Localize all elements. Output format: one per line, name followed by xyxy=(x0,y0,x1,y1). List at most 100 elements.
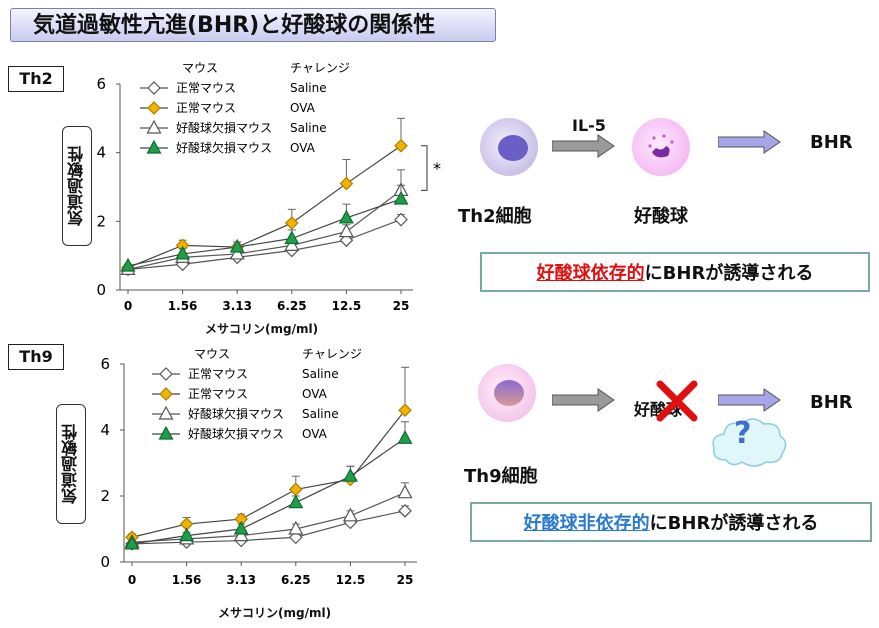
x-tick-label: 0 xyxy=(128,573,136,587)
il5-label: IL-5 xyxy=(572,116,606,135)
legend-header-mouse: マウス xyxy=(194,347,230,361)
data-point xyxy=(175,245,191,260)
data-point xyxy=(158,405,174,420)
legend-challenge: Saline xyxy=(302,367,339,381)
data-point xyxy=(394,138,408,153)
data-point xyxy=(146,119,162,134)
bhr-label-top: BHR xyxy=(810,132,853,153)
legend-mouse: 正常マウス xyxy=(188,367,248,381)
series-line xyxy=(131,492,406,543)
x-tick-label: 1.56 xyxy=(168,299,198,313)
y-tick-label: 0 xyxy=(96,281,106,299)
th9-cell-label: Th9細胞 xyxy=(464,466,538,487)
x-tick-label: 6.25 xyxy=(277,299,307,313)
legend-mouse: 好酸球欠損マウス xyxy=(176,140,272,155)
cross-icon xyxy=(656,380,698,422)
x-axis-label-top: メサコリン(mg/ml) xyxy=(205,322,319,336)
series-open-diamond xyxy=(125,504,412,551)
data-point xyxy=(288,494,304,509)
data-point xyxy=(339,176,354,191)
legend-mouse: 正常マウス xyxy=(188,387,248,401)
series-line xyxy=(127,219,402,270)
y-tick-label: 4 xyxy=(96,144,106,162)
series-line xyxy=(131,409,406,538)
page-title: 気道過敏性亢進(BHR)と好酸球の関係性 xyxy=(10,8,496,42)
legend-mouse: 好酸球欠損マウス xyxy=(176,120,272,135)
legend-header-challenge: チャレンジ xyxy=(302,347,362,361)
data-point xyxy=(397,429,413,444)
data-point xyxy=(397,484,413,499)
th2-cell-icon xyxy=(480,118,538,176)
data-point xyxy=(393,190,409,205)
eosinophil-icon xyxy=(632,118,690,176)
x-tick-label: 6.25 xyxy=(281,573,311,587)
legend-challenge: OVA xyxy=(290,141,316,155)
cloud-icon xyxy=(712,418,787,467)
data-point xyxy=(342,507,358,522)
data-point xyxy=(284,216,299,230)
y-tick-label: 2 xyxy=(100,487,110,505)
legend-challenge: Saline xyxy=(290,121,327,135)
x-tick-label: 12.5 xyxy=(332,299,362,313)
legend-challenge: OVA xyxy=(290,101,316,115)
th2-cell-label: Th2細胞 xyxy=(458,206,532,227)
data-point xyxy=(284,237,300,251)
panel-label-th2: Th2 xyxy=(8,66,64,92)
result-emphasis: 好酸球依存的 xyxy=(536,263,645,284)
data-point xyxy=(124,535,140,550)
data-point xyxy=(284,230,300,245)
arrow-icon xyxy=(552,134,615,158)
legend-challenge: Saline xyxy=(290,81,327,95)
question-mark: ? xyxy=(734,416,752,451)
y-tick-label: 0 xyxy=(100,553,110,571)
y-tick-label: 2 xyxy=(96,212,106,230)
data-point xyxy=(147,81,161,95)
eosinophil-label-top: 好酸球 xyxy=(634,206,688,227)
data-point xyxy=(398,403,412,418)
data-point xyxy=(233,520,249,535)
data-point xyxy=(394,212,408,227)
legend-mouse: 好酸球欠損マウス xyxy=(188,426,284,441)
data-point xyxy=(229,238,245,253)
data-point xyxy=(179,527,195,542)
x-tick-label: 3.13 xyxy=(226,573,256,587)
arrow-icon xyxy=(718,388,781,412)
legend-header-mouse: マウス xyxy=(182,61,218,75)
y-tick-label: 6 xyxy=(100,355,110,373)
data-point xyxy=(159,367,173,381)
series-line xyxy=(131,510,406,545)
data-point xyxy=(288,482,303,497)
result-box-top: 好酸球依存的にBHRが誘導される xyxy=(480,252,870,292)
y-tick-label: 4 xyxy=(100,421,110,439)
series-line xyxy=(127,189,402,270)
data-point xyxy=(146,139,162,154)
legend-header-challenge: チャレンジ xyxy=(290,61,350,75)
x-tick-label: 0 xyxy=(124,299,132,313)
series-line xyxy=(131,437,406,545)
data-point xyxy=(288,520,304,535)
result-text: にBHRが誘導される xyxy=(644,263,814,284)
series-green-triangle xyxy=(124,421,413,550)
x-tick-label: 25 xyxy=(393,299,410,313)
data-point xyxy=(398,504,412,518)
data-point xyxy=(338,209,354,224)
result-box-bottom: 好酸球非依存的にBHRが誘導される xyxy=(470,502,872,542)
arrow-icon xyxy=(718,130,781,154)
data-point xyxy=(159,387,173,401)
arrow-icon xyxy=(552,388,615,412)
x-tick-label: 1.56 xyxy=(172,573,202,587)
result-emphasis: 好酸球非依存的 xyxy=(523,513,650,534)
data-point xyxy=(342,467,358,482)
data-point xyxy=(120,257,136,272)
data-point xyxy=(229,245,245,260)
legend-challenge: Saline xyxy=(302,407,339,421)
data-point xyxy=(338,223,354,238)
significance-bracket xyxy=(421,145,428,191)
legend-mouse: 正常マウス xyxy=(176,101,236,115)
series-line xyxy=(127,145,402,269)
significance-star: * xyxy=(433,159,441,178)
